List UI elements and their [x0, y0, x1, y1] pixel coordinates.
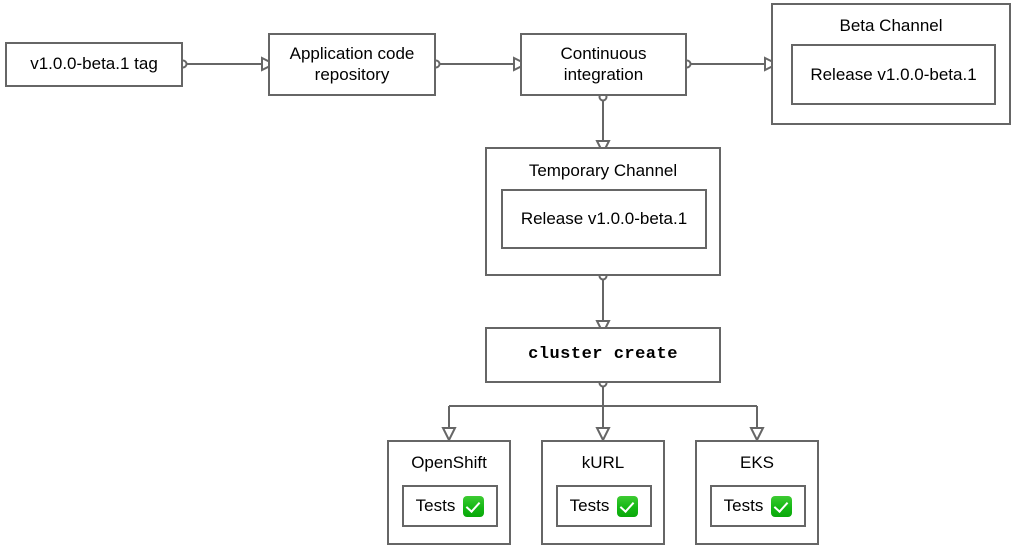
green-check-icon: [617, 495, 639, 517]
node-repository-label-line2: repository: [314, 64, 390, 84]
kurl-tests-box[interactable]: Tests: [556, 485, 652, 527]
edge-repository-to-ci: [431, 56, 529, 72]
temporary-channel-release-label: Release v1.0.0-beta.1: [520, 209, 688, 228]
group-platform-openshift-title: OpenShift: [411, 453, 487, 472]
group-platform-kurl[interactable]: kURL Tests: [541, 440, 665, 545]
kurl-tests-label: Tests: [569, 496, 610, 515]
eks-tests-box[interactable]: Tests: [710, 485, 806, 527]
green-check-icon: [463, 495, 485, 517]
node-repository-label-line1: Application code: [289, 43, 415, 63]
edge-tag-to-repository: [178, 56, 277, 72]
beta-channel-release-box[interactable]: Release v1.0.0-beta.1: [791, 44, 996, 105]
temporary-channel-release-box[interactable]: Release v1.0.0-beta.1: [501, 189, 707, 249]
node-application-code-repository[interactable]: Application code repository: [268, 33, 436, 96]
group-platform-kurl-title: kURL: [581, 453, 625, 472]
node-cluster-create-label: cluster create: [528, 344, 678, 364]
group-platform-eks-title: EKS: [739, 453, 775, 472]
edge-cluster-create-to-platforms: [441, 378, 765, 443]
eks-tests-label: Tests: [723, 496, 764, 515]
edge-temporary-channel-to-cluster-create: [595, 271, 611, 336]
openshift-tests-box[interactable]: Tests: [402, 485, 498, 527]
edge-ci-to-temporary-channel: [595, 92, 611, 156]
node-cluster-create[interactable]: cluster create: [485, 327, 721, 383]
group-beta-channel[interactable]: Beta Channel Release v1.0.0-beta.1: [771, 3, 1011, 125]
beta-channel-release-label: Release v1.0.0-beta.1: [810, 64, 977, 84]
edge-ci-to-beta-channel: [682, 56, 780, 72]
group-platform-eks[interactable]: EKS Tests: [695, 440, 819, 545]
group-temporary-channel[interactable]: Temporary Channel Release v1.0.0-beta.1: [485, 147, 721, 276]
node-tag-label: v1.0.0-beta.1 tag: [30, 54, 158, 74]
green-check-icon: [771, 495, 793, 517]
node-ci-label-line1: Continuous: [560, 43, 647, 63]
openshift-tests-label: Tests: [415, 496, 456, 515]
group-platform-openshift[interactable]: OpenShift Tests: [387, 440, 511, 545]
node-tag[interactable]: v1.0.0-beta.1 tag: [5, 42, 183, 87]
group-temporary-channel-title: Temporary Channel: [528, 161, 678, 180]
node-ci-label-line2: integration: [563, 64, 644, 84]
node-continuous-integration[interactable]: Continuous integration: [520, 33, 687, 96]
group-beta-channel-title: Beta Channel: [839, 16, 943, 35]
